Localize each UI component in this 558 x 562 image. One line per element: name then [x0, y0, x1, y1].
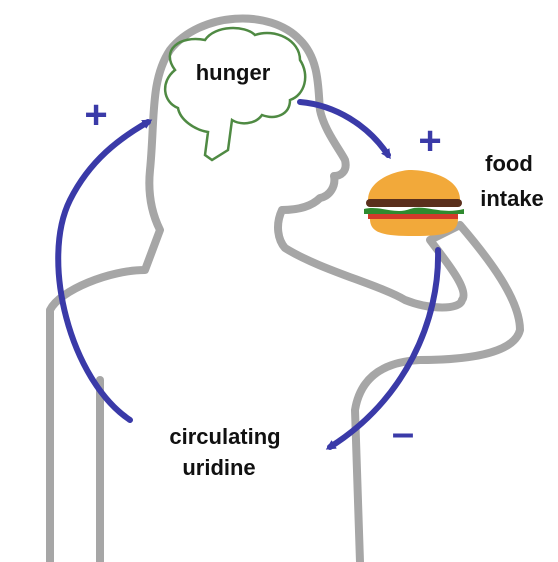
food-intake-label-line1: food [485, 151, 533, 176]
silhouette-outline [50, 18, 520, 562]
patty [366, 199, 462, 207]
negative-sign-food-to-uridine: – [392, 411, 414, 455]
lettuce [364, 208, 464, 214]
food-intake-label-line2: intake [480, 186, 544, 211]
positive-sign-uridine-to-hunger: + [84, 93, 107, 137]
hunger-label: hunger [196, 60, 271, 85]
bun-bottom [370, 219, 458, 236]
brain-icon [165, 28, 305, 160]
tomato [368, 214, 458, 219]
arrow-hunger-to-food [300, 102, 388, 155]
hamburger-icon [364, 170, 464, 236]
circulating-uridine-label-line1: circulating [169, 424, 280, 449]
positive-sign-hunger-to-food: + [418, 119, 441, 163]
circulating-uridine-label-line2: uridine [182, 455, 255, 480]
person-silhouette-icon [50, 18, 520, 562]
bun-top [368, 170, 460, 200]
